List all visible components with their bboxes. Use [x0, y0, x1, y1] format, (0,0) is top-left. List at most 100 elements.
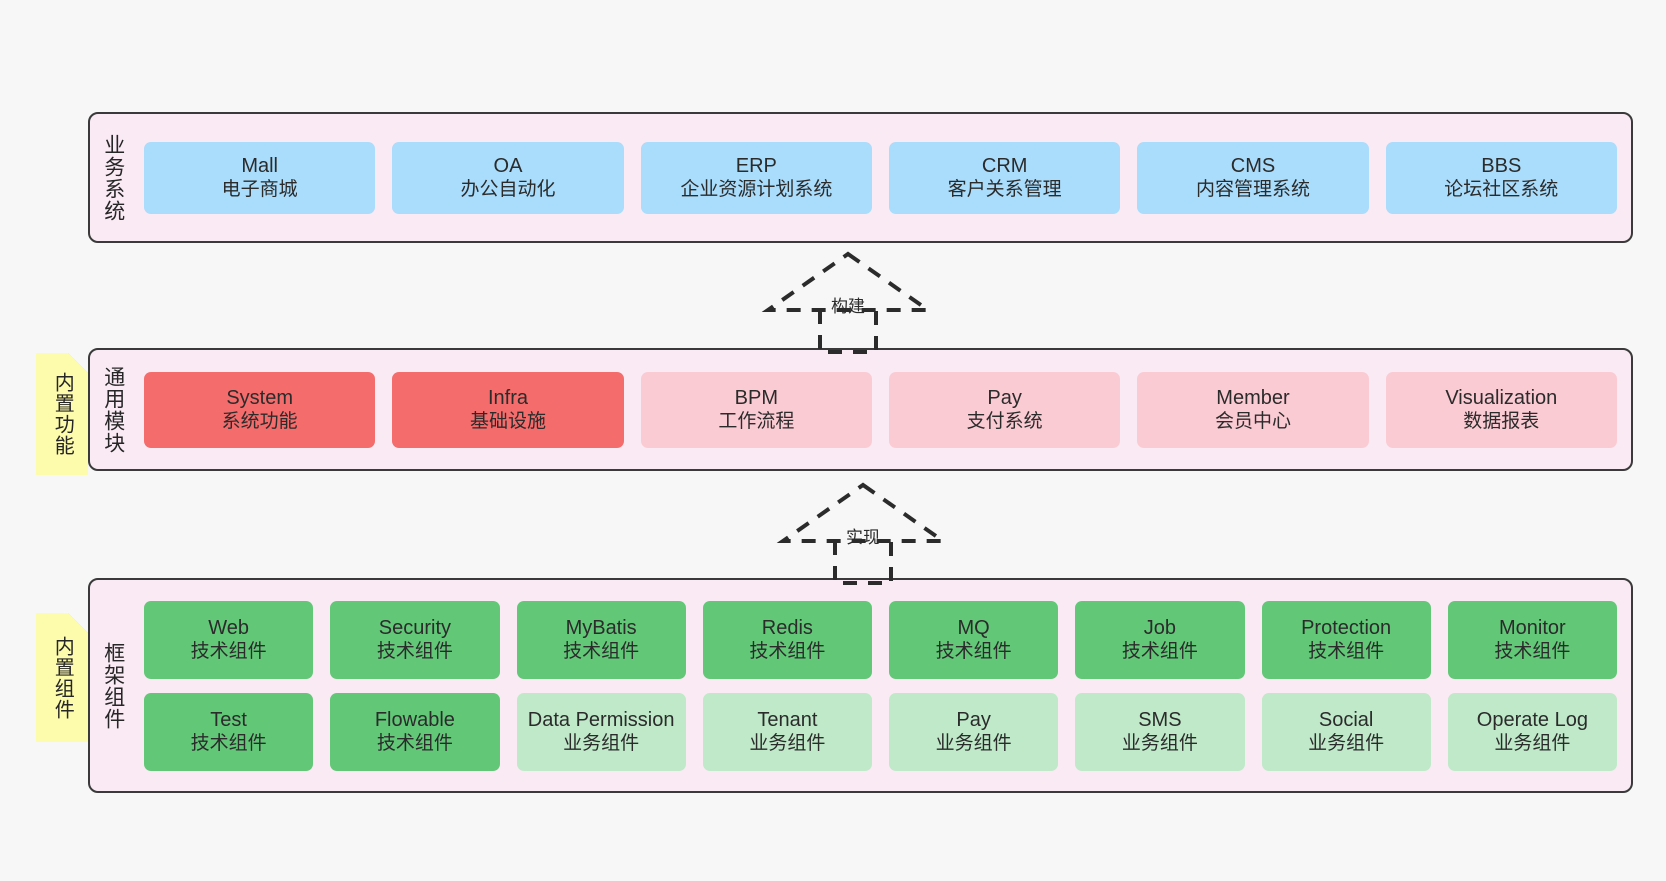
- card-tenant[interactable]: Tenant 业务组件: [702, 692, 872, 771]
- card-flowable-desc: 技术组件: [376, 733, 453, 755]
- card-monitor[interactable]: Monitor 技术组件: [1447, 600, 1617, 679]
- card-social-desc: 业务组件: [1308, 733, 1385, 755]
- card-bbs[interactable]: BBS 论坛社区系统: [1385, 141, 1617, 214]
- card-mall-name: Mall: [241, 154, 278, 177]
- card-pay-module-desc: 支付系统: [966, 411, 1043, 433]
- card-data-permission-name: Data Permission: [527, 708, 675, 731]
- card-test-name: Test: [210, 708, 247, 731]
- card-redis-desc: 技术组件: [749, 641, 826, 663]
- card-operate-log-name: Operate Log: [1476, 708, 1588, 731]
- card-operate-log[interactable]: Operate Log 业务组件: [1447, 692, 1617, 771]
- card-mybatis-desc: 技术组件: [563, 641, 640, 663]
- card-erp-name: ERP: [735, 154, 777, 177]
- layer-body-framework: Web 技术组件 Security 技术组件 MyBatis 技术组件 Redi…: [136, 580, 1631, 791]
- card-erp[interactable]: ERP 企业资源计划系统: [640, 141, 872, 214]
- layer-body-business: Mall 电子商城 OA 办公自动化 ERP 企业资源计划系统 CRM 客户关系…: [136, 114, 1631, 241]
- card-pay-module[interactable]: Pay 支付系统: [888, 371, 1121, 448]
- common-row: System 系统功能 Infra 基础设施 BPM 工作流程 Pay 支付系统…: [144, 371, 1617, 448]
- card-security-name: Security: [378, 616, 451, 639]
- card-visualization-desc: 数据报表: [1463, 411, 1540, 433]
- connector-realize-label: 实现: [846, 528, 880, 547]
- connector-build-label: 构建: [831, 297, 865, 316]
- note-builtin-components: 内置组件: [36, 613, 88, 742]
- card-sms-desc: 业务组件: [1121, 733, 1198, 755]
- card-oa-desc: 办公自动化: [460, 179, 556, 201]
- layer-title-business: 业务系统: [101, 133, 125, 222]
- card-web[interactable]: Web 技术组件: [144, 600, 314, 679]
- card-social[interactable]: Social 业务组件: [1261, 692, 1431, 771]
- note-builtin-features-label: 内置功能: [51, 372, 74, 456]
- card-oa-name: OA: [493, 154, 523, 177]
- card-redis-name: Redis: [761, 616, 813, 639]
- business-row: Mall 电子商城 OA 办公自动化 ERP 企业资源计划系统 CRM 客户关系…: [144, 141, 1617, 214]
- card-visualization-name: Visualization: [1445, 386, 1558, 409]
- card-flowable[interactable]: Flowable 技术组件: [330, 692, 500, 771]
- connector-realize: 实现: [773, 482, 953, 587]
- card-member-desc: 会员中心: [1214, 411, 1291, 433]
- card-member-name: Member: [1216, 386, 1290, 409]
- card-pay-component-desc: 业务组件: [935, 733, 1012, 755]
- card-cms-desc: 内容管理系统: [1195, 179, 1310, 201]
- card-data-permission[interactable]: Data Permission 业务组件: [516, 692, 686, 771]
- card-mq-desc: 技术组件: [935, 641, 1012, 663]
- card-system[interactable]: System 系统功能: [144, 371, 376, 448]
- card-job-name: Job: [1143, 616, 1176, 639]
- card-erp-desc: 企业资源计划系统: [680, 179, 833, 201]
- card-test-desc: 技术组件: [190, 733, 267, 755]
- card-tenant-desc: 业务组件: [749, 733, 826, 755]
- layer-body-common: System 系统功能 Infra 基础设施 BPM 工作流程 Pay 支付系统…: [136, 350, 1631, 469]
- card-security-desc: 技术组件: [376, 641, 453, 663]
- connector-build-arrow: [761, 251, 935, 354]
- card-bpm-desc: 工作流程: [718, 411, 795, 433]
- card-protection-name: Protection: [1301, 616, 1392, 639]
- card-mybatis[interactable]: MyBatis 技术组件: [516, 600, 686, 679]
- card-sms[interactable]: SMS 业务组件: [1075, 692, 1245, 771]
- card-test[interactable]: Test 技术组件: [144, 692, 314, 771]
- framework-row-2: Test 技术组件 Flowable 技术组件 Data Permission …: [144, 692, 1617, 771]
- card-mq-name: MQ: [957, 616, 990, 639]
- card-pay-component[interactable]: Pay 业务组件: [889, 692, 1059, 771]
- card-cms[interactable]: CMS 内容管理系统: [1137, 141, 1369, 214]
- card-job-desc: 技术组件: [1121, 641, 1198, 663]
- card-bbs-desc: 论坛社区系统: [1444, 179, 1559, 201]
- card-job[interactable]: Job 技术组件: [1075, 600, 1245, 679]
- card-crm[interactable]: CRM 客户关系管理: [888, 141, 1121, 214]
- card-system-name: System: [226, 386, 293, 409]
- note-builtin-components-label: 内置组件: [51, 635, 74, 720]
- card-infra-desc: 基础设施: [469, 411, 546, 433]
- card-infra-name: Infra: [487, 386, 528, 409]
- card-mybatis-name: MyBatis: [565, 616, 637, 639]
- card-protection-desc: 技术组件: [1308, 641, 1385, 663]
- card-system-desc: 系统功能: [221, 411, 298, 433]
- card-tenant-name: Tenant: [757, 708, 818, 731]
- card-bpm[interactable]: BPM 工作流程: [640, 371, 872, 448]
- card-protection[interactable]: Protection 技术组件: [1261, 600, 1431, 679]
- connector-build: 构建: [758, 251, 938, 356]
- layer-framework-components: 框架组件 Web 技术组件 Security 技术组件 MyBatis 技术组件…: [88, 578, 1633, 793]
- layer-common-modules: 通用模块 System 系统功能 Infra 基础设施 BPM 工作流程 Pay…: [88, 348, 1633, 471]
- card-web-desc: 技术组件: [190, 641, 267, 663]
- card-visualization[interactable]: Visualization 数据报表: [1385, 371, 1617, 448]
- card-mq[interactable]: MQ 技术组件: [889, 600, 1059, 679]
- card-infra[interactable]: Infra 基础设施: [392, 371, 624, 448]
- card-web-name: Web: [208, 616, 249, 639]
- card-cms-name: CMS: [1230, 154, 1276, 177]
- card-redis[interactable]: Redis 技术组件: [702, 600, 872, 679]
- card-monitor-name: Monitor: [1499, 616, 1566, 639]
- card-bpm-name: BPM: [734, 386, 778, 409]
- card-bbs-name: BBS: [1481, 154, 1522, 177]
- card-crm-desc: 客户关系管理: [947, 179, 1062, 201]
- card-flowable-name: Flowable: [374, 708, 455, 731]
- card-mall[interactable]: Mall 电子商城: [144, 141, 376, 214]
- card-pay-module-name: Pay: [987, 386, 1022, 409]
- card-sms-name: SMS: [1138, 708, 1182, 731]
- card-social-name: Social: [1318, 708, 1374, 731]
- card-security[interactable]: Security 技术组件: [330, 600, 500, 679]
- card-member[interactable]: Member 会员中心: [1137, 371, 1369, 448]
- layer-business-systems: 业务系统 Mall 电子商城 OA 办公自动化 ERP 企业资源计划系统 CRM…: [88, 112, 1633, 243]
- card-oa[interactable]: OA 办公自动化: [392, 141, 624, 214]
- card-mall-desc: 电子商城: [221, 179, 298, 201]
- card-monitor-desc: 技术组件: [1494, 641, 1571, 663]
- layer-title-framework: 框架组件: [101, 641, 125, 730]
